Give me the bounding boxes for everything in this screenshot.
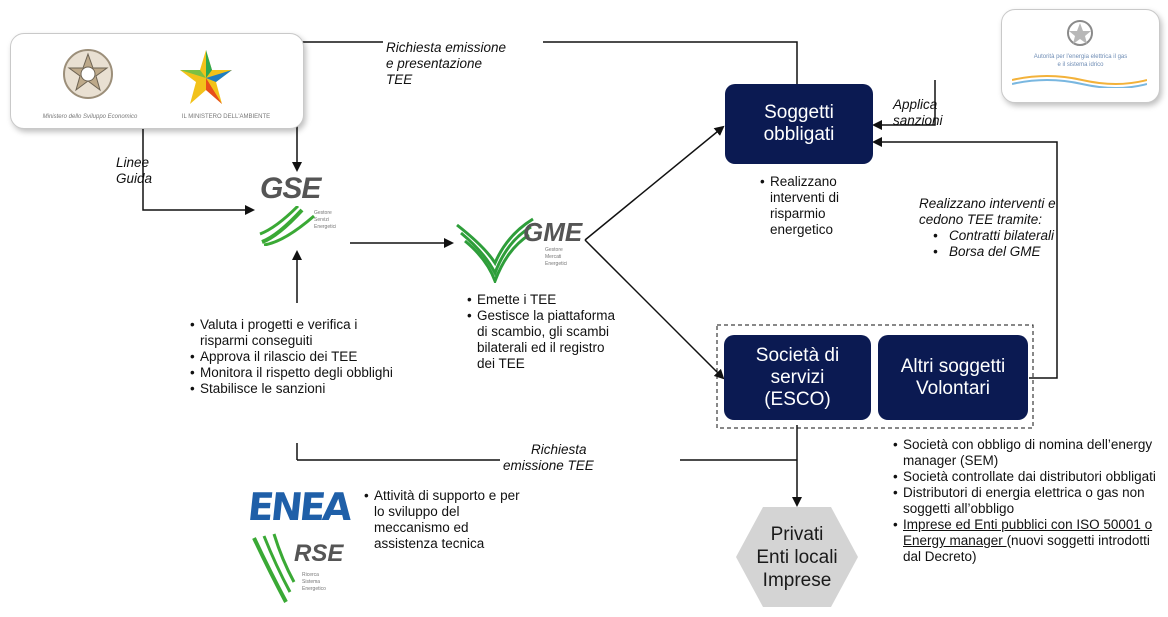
rse-sub-1: Ricerca — [302, 572, 319, 578]
arrow-autorita-to-soggetti — [872, 80, 936, 130]
gse-swoosh-icon — [259, 206, 315, 246]
linee-guida-1: Linee — [116, 155, 150, 170]
soggetti-line-1: Soggetti — [764, 102, 834, 123]
linee-guida-2: Guida — [116, 171, 153, 186]
gme-sub-2: Mercati — [545, 254, 562, 260]
volontari-bullet-2: Società controllate dai distributori obb… — [893, 469, 1163, 485]
volontari-bullets: Società con obbligo di nomina dell’energ… — [893, 437, 1163, 565]
gse-logo-text: GSE — [260, 172, 321, 205]
soggetti-bullet-1: Realizzano interventi di risparmio energ… — [760, 174, 860, 238]
applica-2: sanzioni — [893, 113, 943, 128]
label-linee-guida: Linee Guida — [116, 155, 152, 187]
ministeri-logo-box: Ministero dello Sviluppo Economico IL MI… — [10, 33, 304, 129]
autorita-waves-icon — [1012, 75, 1147, 88]
rse-swoosh-icon — [252, 533, 296, 603]
rse-sub-3: Energetico — [302, 586, 326, 592]
altri-line-2: Volontari — [916, 377, 990, 399]
volontari-bullet-1: Società con obbligo di nomina dell’energ… — [893, 437, 1163, 469]
realizzano-item-1: • Contratti bilaterali — [933, 228, 1055, 243]
ministero-caption: Ministero dello Sviluppo Economico — [42, 114, 138, 120]
gme-logo-text: GME — [523, 217, 583, 247]
volontari-bullet-4-rest: (nuovi soggetti introdotti dal Decreto) — [903, 533, 1150, 564]
rse-logo: RSE Ricerca Sistema Energetico — [250, 532, 350, 610]
gme-sub-1: Gestore — [545, 247, 563, 253]
arrow-gme-to-soggetti — [584, 125, 725, 241]
privati-line-3: Imprese — [762, 570, 832, 591]
label-richiesta-bottom: Richiesta emissione TEE — [503, 442, 679, 474]
realizzano-1: Realizzano interventi e — [919, 196, 1056, 211]
societa-servizi-box: Società di servizi (ESCO) — [724, 335, 871, 420]
altri-line-1: Altri soggetti — [900, 355, 1006, 377]
enea-bullet-1: Attività di supporto e per lo sviluppo d… — [364, 488, 524, 552]
label-applica-sanzioni: Applica sanzioni — [893, 97, 943, 129]
gse-sub-1: Gestore — [314, 210, 332, 216]
volontari-bullet-4: Imprese ed Enti pubblici con ISO 50001 o… — [893, 517, 1163, 565]
applica-1: Applica — [893, 97, 938, 112]
richiesta-bottom-2: emissione TEE — [503, 458, 594, 473]
gme-sub-3: Energetici — [545, 261, 568, 267]
dashed-group — [716, 324, 1034, 429]
rse-logo-text: RSE — [294, 540, 344, 567]
arrow-gme-to-esco — [584, 239, 725, 380]
arrow-altri-to-soggetti — [872, 137, 1058, 379]
autorita-caption-1: Autorità per l'energia elettrica il gas — [1033, 54, 1128, 60]
richiesta-top-3: TEE — [386, 72, 413, 87]
gme-waves-icon — [456, 217, 534, 283]
richiesta-top-2: e presentazione — [386, 56, 483, 71]
altri-soggetti-box: Altri soggetti Volontari — [878, 335, 1028, 420]
arrow-ministeri-to-gse — [142, 128, 255, 215]
gme-bullets: Emette i TEE Gestisce la piattaforma di … — [467, 292, 625, 372]
gse-bullet-3: Monitora il rispetto degli obblighi — [190, 365, 400, 381]
label-richiesta-top: Richiesta emissione e presentazione TEE — [386, 40, 506, 88]
esco-line-2: servizi — [770, 366, 825, 388]
privati-node: Privati Enti locali Imprese — [736, 523, 858, 592]
gme-bullet-1: Emette i TEE — [467, 292, 625, 308]
privati-line-1: Privati — [770, 524, 824, 545]
gse-bullet-1: Valuta i progetti e verifica i risparmi … — [190, 317, 400, 349]
soggetti-line-2: obbligati — [763, 124, 835, 145]
enea-bullets: Attività di supporto e per lo sviluppo d… — [364, 488, 524, 552]
volontari-bullet-3: Distributori di energia elettrica o gas … — [893, 485, 1163, 517]
gse-bullets: Valuta i progetti e verifica i risparmi … — [190, 317, 400, 397]
ambiente-caption: IL MINISTERO DELL'AMBIENTE — [181, 114, 271, 120]
gme-logo: GME Gestore Mercati Energetici — [455, 205, 585, 287]
volontari-bullet-4-underlined: Imprese ed Enti pubblici con ISO 50001 o… — [903, 517, 1153, 548]
rse-sub-2: Sistema — [302, 579, 321, 585]
enea-logo-text: ENEA — [245, 485, 352, 529]
enea-logo: ENEA — [245, 485, 353, 529]
emblem-autorita-icon — [1067, 20, 1093, 46]
autorita-logo-box: Autorità per l'energia elettrica il gas … — [1001, 9, 1160, 103]
gse-bullet-4: Stabilisce le sanzioni — [190, 381, 400, 397]
gse-sub-2: Servizi — [314, 217, 330, 223]
soggetti-obbligati-box: Soggetti obbligati — [725, 84, 873, 164]
richiesta-bottom-1: Richiesta — [531, 442, 587, 457]
gme-bullet-2: Gestisce la piattaforma di scambio, gli … — [467, 308, 625, 372]
privati-hexagon — [736, 507, 858, 607]
realizzano-item-2: • Borsa del GME — [933, 244, 1041, 259]
label-realizzano: Realizzano interventi e cedono TEE trami… — [919, 196, 1056, 260]
privati-line-2: Enti locali — [756, 547, 838, 568]
arrow-soggetti-to-gse — [292, 41, 798, 172]
gse-logo: GSE Gestore Servizi Energetici — [252, 170, 352, 252]
gse-sub-3: Energetici — [314, 224, 337, 230]
emblem-repubblica-icon — [63, 49, 113, 99]
soggetti-bullets: Realizzano interventi di risparmio energ… — [760, 174, 860, 238]
autorita-caption-2: e il sistema idrico — [1057, 62, 1104, 68]
gse-bullet-2: Approva il rilascio dei TEE — [190, 349, 400, 365]
esco-line-1: Società di — [755, 344, 840, 366]
realizzano-2: cedono TEE tramite: — [919, 212, 1043, 227]
ambiente-star-icon — [180, 50, 232, 104]
esco-line-3: (ESCO) — [764, 388, 831, 410]
richiesta-top-1: Richiesta emissione — [386, 40, 507, 55]
